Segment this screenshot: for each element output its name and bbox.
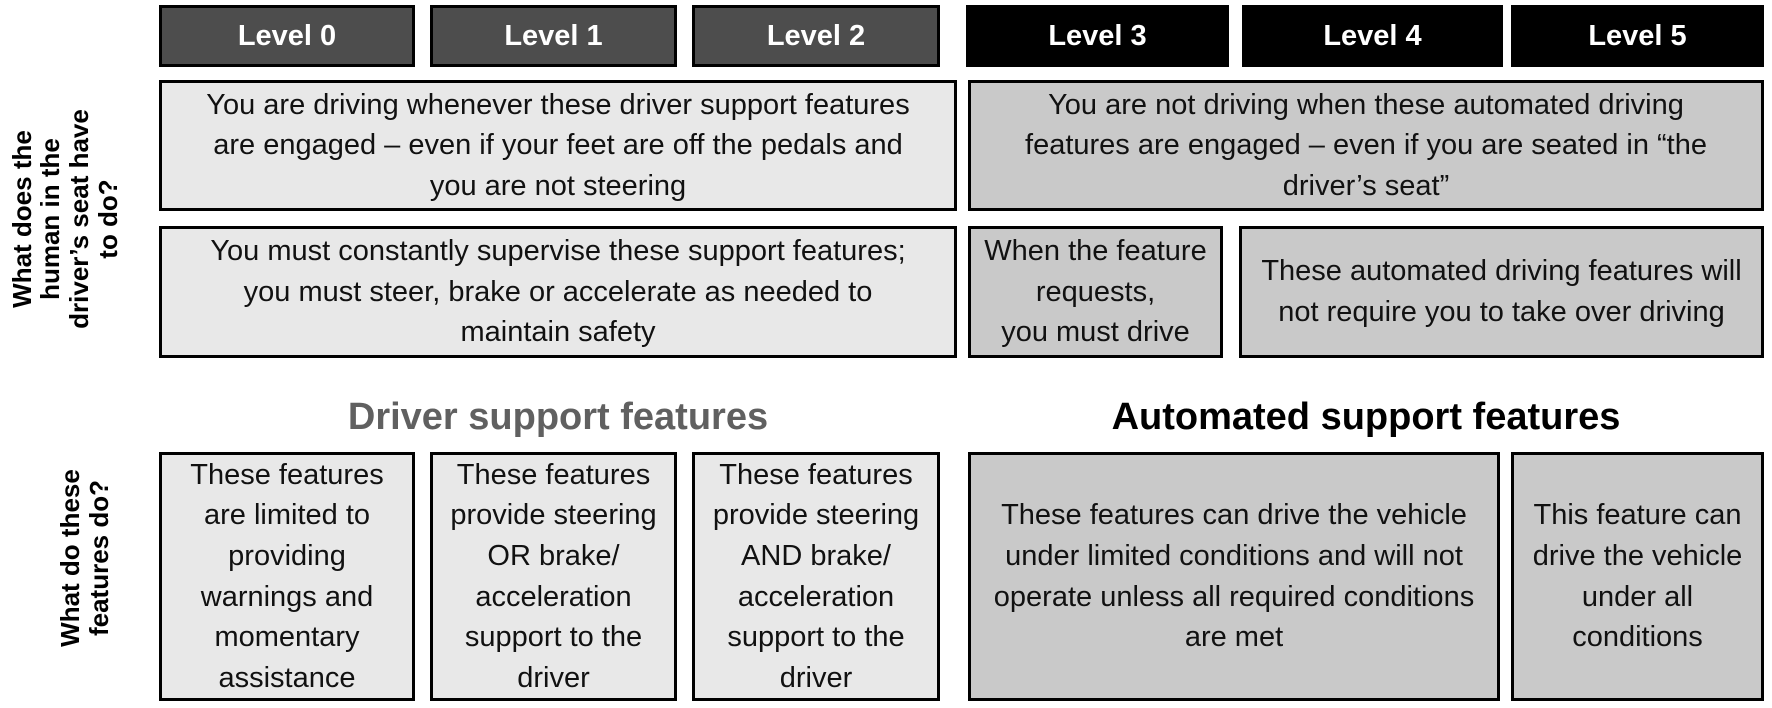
feature-description-levels-3-4: These features can drive the vehicle und… — [968, 452, 1500, 701]
feature-description-level-5: This feature can drive the vehicle under… — [1511, 452, 1764, 701]
feature-description-level-1: These features provide steering OR brake… — [430, 452, 677, 701]
level-0-header: Level 0 — [159, 5, 415, 67]
human-role-driving-levels-0-2: You are driving whenever these driver su… — [159, 80, 957, 211]
automated-support-features-group-label: Automated support features — [1111, 395, 1621, 438]
human-role-supervision-levels-0-2: You must constantly supervise these supp… — [159, 226, 957, 358]
human-role-supervision-levels-4-5: These automated driving features will no… — [1239, 226, 1764, 358]
feature-description-level-0: These features are limited to providing … — [159, 452, 415, 701]
level-1-header: Level 1 — [430, 5, 677, 67]
level-3-header: Level 3 — [966, 5, 1229, 67]
human-role-supervision-level-3: When the feature requests, you must driv… — [968, 226, 1223, 358]
row-group-label-human-role: What does the human in the driver’s seat… — [6, 109, 123, 329]
human-role-driving-levels-3-5: You are not driving when these automated… — [968, 80, 1764, 211]
level-4-header: Level 4 — [1242, 5, 1503, 67]
level-2-header: Level 2 — [692, 5, 940, 67]
row-group-label-feature-role: What do these features do? — [55, 469, 114, 647]
feature-description-level-2: These features provide steering AND brak… — [692, 452, 940, 701]
level-5-header: Level 5 — [1511, 5, 1764, 67]
driver-support-features-group-label: Driver support features — [347, 395, 769, 438]
